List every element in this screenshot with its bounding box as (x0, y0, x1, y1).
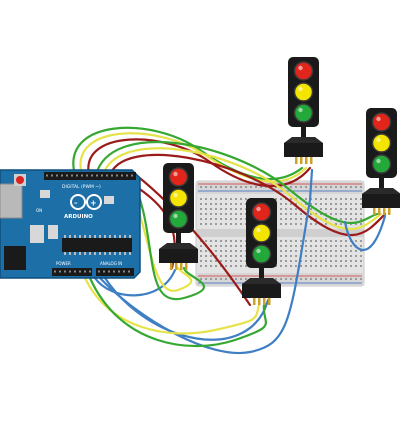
traffic-light-pin (373, 208, 376, 215)
capacitor (30, 225, 44, 243)
analog-label: ANALOG IN (100, 261, 122, 266)
traffic-light-1 (159, 163, 198, 270)
digital-label: DIGITAL (PWM ~) (62, 184, 101, 190)
traffic-light-4 (362, 108, 400, 215)
wire-blue-ground-3 (103, 276, 270, 341)
green-lamp (293, 103, 314, 123)
reset-button (16, 176, 24, 184)
traffic-light-pin (383, 208, 386, 215)
traffic-light-2 (242, 198, 281, 305)
traffic-lights (159, 57, 400, 305)
traffic-light-base (242, 284, 281, 298)
green-lamp (371, 154, 392, 174)
traffic-light-pin (170, 263, 173, 270)
yellow-lamp (371, 133, 392, 153)
traffic-light-3 (284, 57, 323, 164)
traffic-light-pin (310, 157, 313, 164)
traffic-light-pin (258, 298, 261, 305)
traffic-light-pin (295, 157, 298, 164)
wire-blue-ground-2 (98, 168, 314, 355)
traffic-light-pin (305, 157, 308, 164)
arduino-logo-text: ARDUINO (64, 214, 93, 220)
traffic-light-pin (268, 298, 271, 305)
wire-blue-ground-1 (93, 268, 177, 297)
wire-yellow-to-light-4 (101, 147, 383, 231)
traffic-light-pin (378, 208, 381, 215)
traffic-light-pin (263, 298, 266, 305)
breadboard-center-channel (196, 229, 364, 237)
traffic-light-base (284, 143, 323, 157)
red-lamp (371, 112, 392, 132)
chip-legs (64, 235, 131, 255)
wire-red-to-light-2 (134, 173, 252, 307)
traffic-light-base (362, 194, 400, 208)
digital-pins (46, 174, 133, 177)
wire-blue-ground-4 (343, 214, 387, 252)
red-lamp (293, 61, 314, 81)
svg-text:–: – (74, 199, 78, 207)
arduino-board: – + ARDUINO DIGITAL (PWM ~) POWER ANALOG… (0, 169, 141, 279)
svg-text:+: + (90, 199, 97, 208)
on-label: ON (36, 208, 42, 213)
green-lamp (168, 209, 189, 229)
wire-green-to-light-2 (88, 276, 267, 348)
red-lamp (168, 167, 189, 187)
microcontroller-chip (62, 238, 132, 252)
wire-green-to-light-4 (94, 140, 379, 225)
yellow-lamp (168, 188, 189, 208)
power-label: POWER (56, 261, 71, 266)
digital-header (44, 172, 136, 180)
yellow-lamp (293, 82, 314, 102)
power-header (52, 268, 92, 276)
power-jack (4, 246, 26, 270)
wire-red-to-light-4 (108, 153, 387, 237)
green-lamp (251, 244, 272, 264)
traffic-light-pin (253, 298, 256, 305)
arduino-logo: – + (70, 194, 102, 210)
wire-green-to-light-1 (128, 173, 205, 301)
traffic-light-pin (185, 263, 188, 270)
usb-port (0, 183, 23, 219)
traffic-light-pin (180, 263, 183, 270)
red-lamp (251, 202, 272, 222)
traffic-light-pin (300, 157, 303, 164)
traffic-light-pin (175, 263, 178, 270)
yellow-lamp (251, 223, 272, 243)
traffic-light-base (159, 249, 198, 263)
traffic-light-pin (388, 208, 391, 215)
bottom-pins (54, 270, 130, 273)
